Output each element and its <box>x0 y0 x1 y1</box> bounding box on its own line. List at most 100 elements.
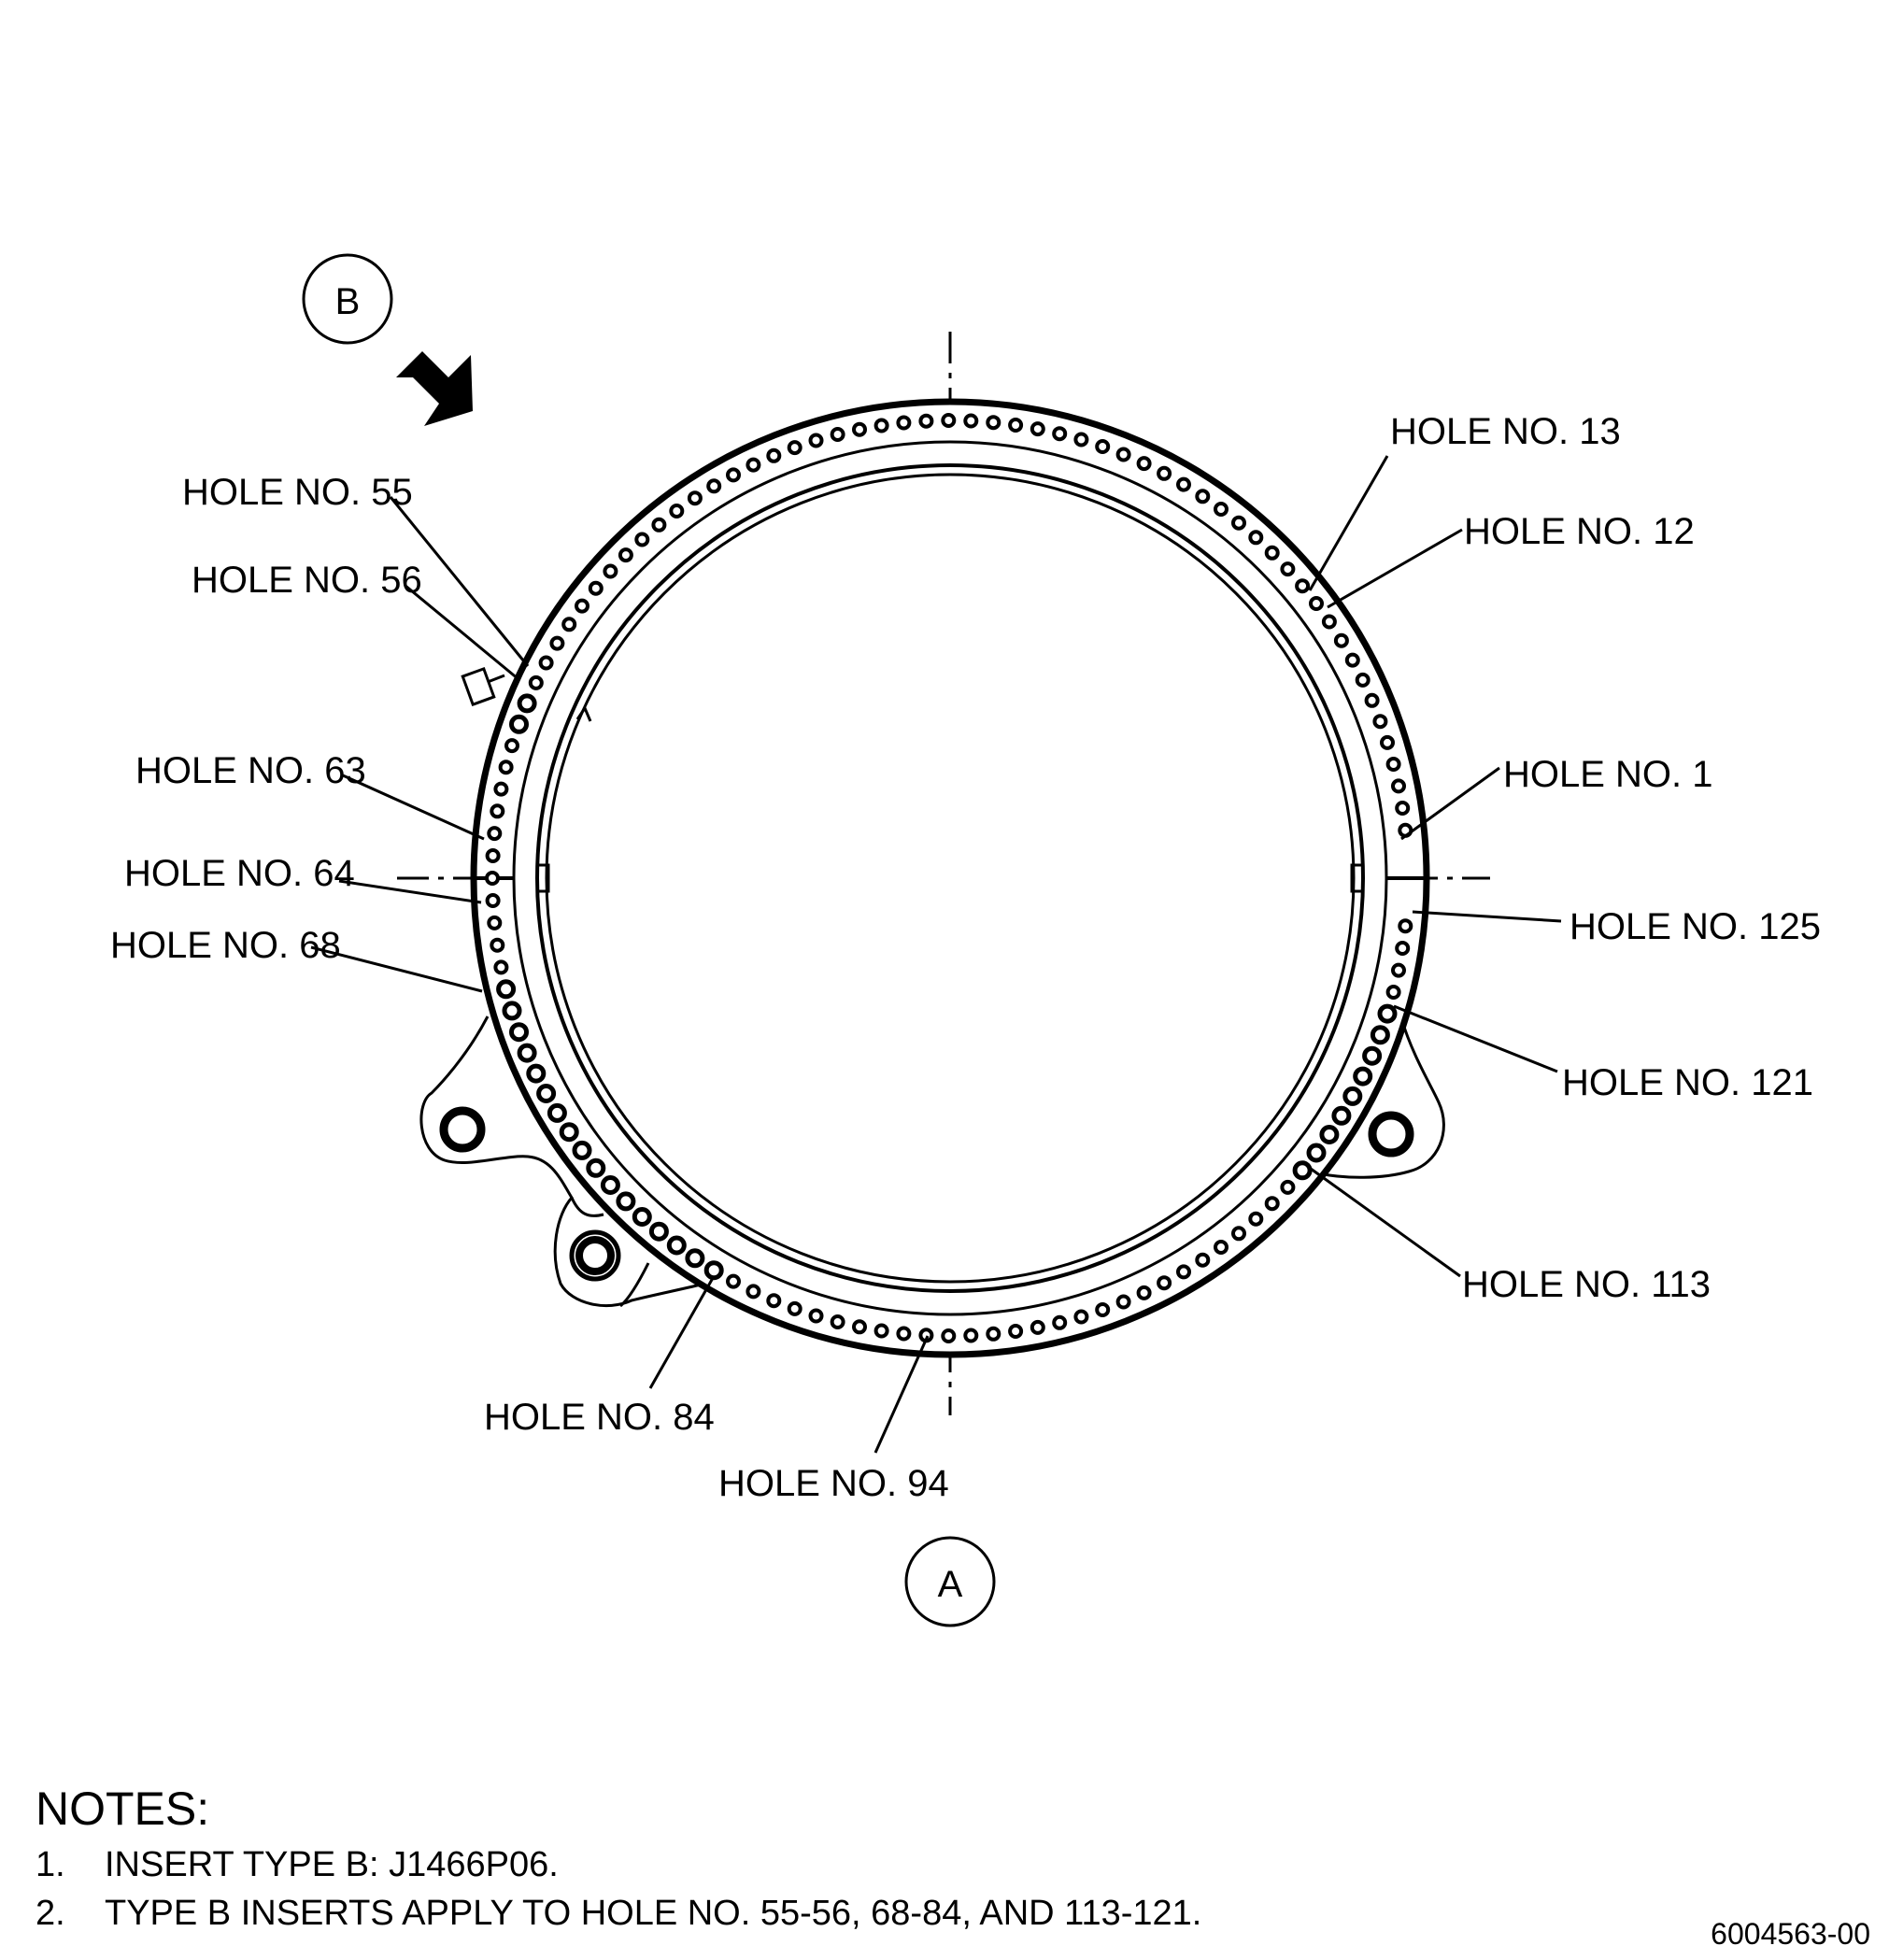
bolt-hole <box>1398 918 1413 934</box>
bolt-hole <box>1157 1275 1172 1291</box>
bolt-hole <box>559 1122 579 1143</box>
bolt-hole <box>852 421 867 437</box>
lug-bolt-holes <box>439 1106 1414 1282</box>
bolt-hole <box>1052 1314 1068 1330</box>
ring-outer-edge <box>470 398 1430 1358</box>
bolt-hole <box>963 413 979 429</box>
callout-hole-68: HOLE NO. 68 <box>110 925 341 966</box>
bolt-hole <box>669 504 685 518</box>
bolt-hole <box>1362 1045 1383 1066</box>
bolt-hole <box>538 655 554 671</box>
bolt-hole <box>1295 578 1311 594</box>
bolt-hole <box>603 563 618 579</box>
callout-hole-56: HOLE NO. 56 <box>192 560 422 601</box>
bolt-hole <box>1319 1125 1340 1144</box>
bolt-hole <box>1115 1294 1131 1310</box>
lower-left-lug-inner <box>570 1197 604 1217</box>
hole-pattern <box>485 413 1413 1343</box>
bolt-hole <box>572 1140 592 1160</box>
bolt-hole <box>726 1273 741 1289</box>
bolt-hole <box>1280 1179 1296 1195</box>
bolt-hole <box>648 1221 669 1242</box>
bolt-hole <box>1176 1264 1191 1280</box>
bolt-hole <box>703 1260 724 1281</box>
bolt-hole <box>1377 1003 1398 1024</box>
callout-hole-94: HOLE NO. 94 <box>718 1463 949 1504</box>
bolt-hole <box>1095 439 1111 454</box>
bolt-hole <box>1214 1240 1229 1255</box>
bolt-hole <box>1115 447 1131 462</box>
leader-hole-64 <box>338 879 482 904</box>
bolt-hole <box>941 413 957 428</box>
note-item: 1. INSERT TYPE B: J1466P06. <box>36 1840 1624 1889</box>
bolt-hole <box>1073 1309 1089 1325</box>
note-number: 1. <box>36 1845 65 1884</box>
bolt-hole <box>986 1326 1001 1342</box>
callout-hole-1: HOLE NO. 1 <box>1503 754 1713 795</box>
bolt-hole <box>536 1084 557 1103</box>
callout-hole-121: HOLE NO. 121 <box>1562 1062 1813 1103</box>
bolt-hole <box>1195 489 1211 504</box>
bolt-hole <box>1264 545 1280 561</box>
bolt-hole <box>1008 418 1024 433</box>
view-b-letter: B <box>335 281 361 322</box>
note-item: 2. TYPE B INSERTS APPLY TO HOLE NO. 55-5… <box>36 1889 1624 1938</box>
bolt-hole <box>1095 1302 1111 1317</box>
bolt-hole <box>504 738 519 754</box>
bolt-hole <box>1292 1160 1313 1181</box>
note-text: TYPE B INSERTS APPLY TO HOLE NO. 55-56, … <box>105 1894 1202 1933</box>
bolt-hole <box>787 440 802 456</box>
bolt-hole <box>487 826 503 842</box>
bolt-hole <box>1364 692 1380 708</box>
bolt-hole <box>830 427 845 442</box>
bolt-hole <box>808 1308 824 1324</box>
bolt-hole <box>1355 672 1371 688</box>
leader-hole-56 <box>405 584 519 681</box>
bore-notch-right <box>1350 863 1363 893</box>
bolt-hole <box>575 598 589 614</box>
lower-left-lug-web <box>618 1262 650 1308</box>
alignment-tab <box>461 666 505 707</box>
bolt-hole <box>896 415 912 431</box>
bolt-hole <box>1157 465 1172 481</box>
bolt-hole <box>808 433 824 448</box>
view-b-arrow-head <box>396 351 473 426</box>
bolt-hole <box>685 1248 705 1269</box>
bolt-hole <box>632 1207 652 1227</box>
bolt-hole <box>651 517 667 533</box>
bolt-hole <box>1073 432 1089 447</box>
bolt-hole <box>1333 632 1349 648</box>
flange-ring <box>470 398 1430 1358</box>
leader-hole-13 <box>1308 455 1389 591</box>
callout-hole-12: HOLE NO. 12 <box>1464 511 1695 552</box>
bolt-hole <box>1385 757 1401 772</box>
callout-hole-84: HOLE NO. 84 <box>484 1397 715 1438</box>
bolt-hole <box>517 693 537 714</box>
bolt-hole <box>490 937 505 953</box>
bolt-hole <box>1353 1066 1373 1087</box>
bolt-hole <box>490 803 505 819</box>
notes-title: NOTES: <box>36 1782 210 1835</box>
bolt-hole <box>1380 734 1395 750</box>
view-a-letter: A <box>938 1564 963 1605</box>
bolt-hole <box>509 714 529 734</box>
note-text: INSERT TYPE B: J1466P06. <box>105 1845 559 1884</box>
bolt-hole <box>1391 778 1406 794</box>
bolt-hole <box>1370 1025 1390 1045</box>
alignment-tab-stem <box>487 674 505 684</box>
document-number: 6004563-00 <box>1711 1917 1870 1951</box>
bolt-hole <box>706 478 722 494</box>
note-number: 2. <box>36 1894 65 1933</box>
bolt-hole <box>517 1043 537 1063</box>
bolt-hole <box>1008 1324 1024 1339</box>
bolt-hole <box>941 1328 957 1343</box>
view-b-bubble <box>302 253 393 345</box>
bolt-hole <box>1052 426 1068 442</box>
bolt-hole <box>493 959 509 975</box>
callout-hole-125: HOLE NO. 125 <box>1569 906 1821 947</box>
bolt-hole <box>526 1063 547 1084</box>
leader-hole-121 <box>1393 1004 1558 1073</box>
bolt-hole <box>586 1158 606 1178</box>
bolt-hole <box>1391 962 1406 978</box>
bolt-hole <box>1342 1086 1363 1106</box>
